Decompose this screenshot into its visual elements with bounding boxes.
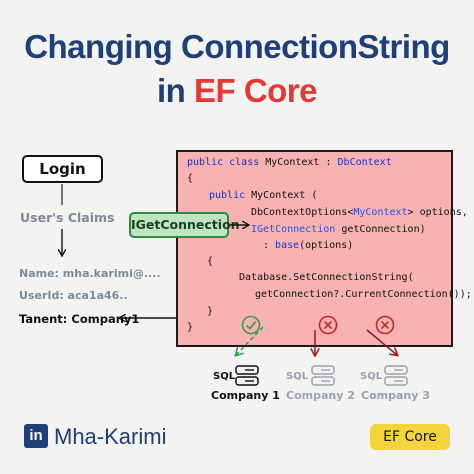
tenant-claim: Tanent: Company1: [19, 312, 140, 326]
title-line-2: in EF Core: [0, 71, 474, 111]
db-name-company-1: Company 1: [211, 389, 280, 402]
database-icon-company-2: [311, 365, 335, 386]
db-sql-label-3: SQL: [360, 371, 383, 382]
db-name-company-2: Company 2: [286, 389, 355, 402]
igetconnection-highlight: IGetConnection: [129, 212, 240, 238]
claim-userid: UserId: aca1a46..: [19, 289, 128, 302]
db-name-company-3: Company 3: [361, 389, 430, 402]
title-prefix: in: [156, 72, 194, 109]
title-line-1: Changing ConnectionString: [24, 28, 450, 65]
login-box: Login: [22, 155, 103, 183]
code-line-4: DbContextOptions<MyContext> options,: [251, 207, 468, 218]
claim-name: Name: mha.karimi@....: [19, 267, 161, 280]
db-sql-label-1: SQL: [213, 371, 236, 382]
flow-arrows: [62, 184, 248, 318]
database-icon-company-3: [384, 365, 408, 386]
code-line-1: public class MyContext : DbContext: [187, 157, 392, 168]
code-line-5: IGetConnection getConnection): [251, 224, 426, 235]
code-panel: public class MyContext : DbContext { pub…: [176, 150, 472, 347]
linkedin-icon: in: [24, 424, 48, 448]
database-icon-company-1: [235, 365, 259, 386]
code-line-7: {: [207, 256, 214, 267]
x-icon: [375, 315, 395, 335]
code-line-3: public MyContext (: [209, 190, 318, 201]
code-line-11: }: [187, 322, 194, 333]
x-icon: [318, 315, 338, 335]
code-line-10: }: [207, 306, 214, 317]
code-line-9: getConnection?.CurrentConnection());: [255, 289, 472, 300]
check-icon: [241, 315, 261, 335]
author-name: Mha-Karimi: [54, 424, 167, 449]
title-accent: EF Core: [193, 72, 318, 109]
code-line-2: {: [187, 173, 194, 184]
users-claims-label: User's Claims: [20, 210, 115, 225]
connector-company-3: [366, 329, 397, 355]
code-line-6: : base(options): [263, 240, 354, 251]
code-line-8: Database.SetConnectionString(: [239, 272, 414, 283]
db-sql-label-2: SQL: [286, 371, 309, 382]
ef-core-badge: EF Core: [370, 424, 450, 450]
connector-company-1: [236, 326, 264, 355]
